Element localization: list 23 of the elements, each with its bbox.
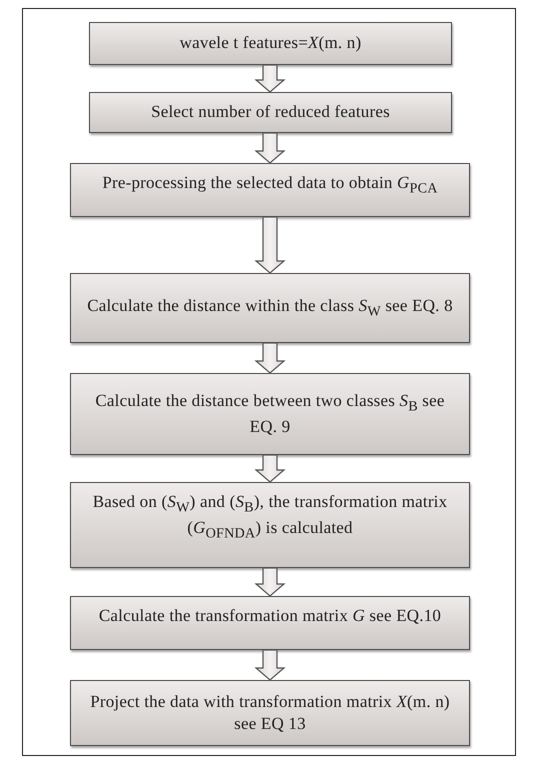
block-arrow bbox=[254, 216, 286, 274]
box-text: Calculate the distance within the class S$_{W}$ see EQ. 8 bbox=[87, 295, 453, 321]
process-box bbox=[70, 373, 470, 455]
box-text: Calculate the distance between two classes S$_{B}$ see EQ. 9 bbox=[94, 390, 446, 438]
block-arrow bbox=[254, 64, 286, 93]
box-text: Based on (S$_{W}$) and (S$_{B}$), the transformation matrix (G$_{OFNDA}$) is calculated bbox=[92, 491, 448, 543]
process-box bbox=[89, 92, 452, 133]
box-text: Pre-processing the selected data to obtain G$_{PCA}$ bbox=[102, 172, 438, 198]
process-box bbox=[70, 680, 470, 746]
block-arrow bbox=[254, 649, 286, 681]
process-box bbox=[70, 273, 470, 343]
block-arrow bbox=[254, 454, 286, 483]
block-arrow bbox=[254, 132, 286, 164]
block-arrow bbox=[254, 567, 286, 597]
process-box bbox=[70, 482, 470, 568]
process-box bbox=[70, 163, 470, 217]
block-arrow bbox=[254, 342, 286, 374]
process-box bbox=[70, 596, 470, 650]
process-box bbox=[89, 22, 452, 65]
box-text: Calculate the transformation matrix G see EQ.10 bbox=[98, 605, 442, 627]
box-text: Select number of reduced features bbox=[151, 101, 390, 124]
box-text: wavele t features=X(m. n) bbox=[180, 32, 362, 54]
box-text: Project the data with transformation matrix X(m. n) see EQ 13 bbox=[89, 690, 451, 735]
